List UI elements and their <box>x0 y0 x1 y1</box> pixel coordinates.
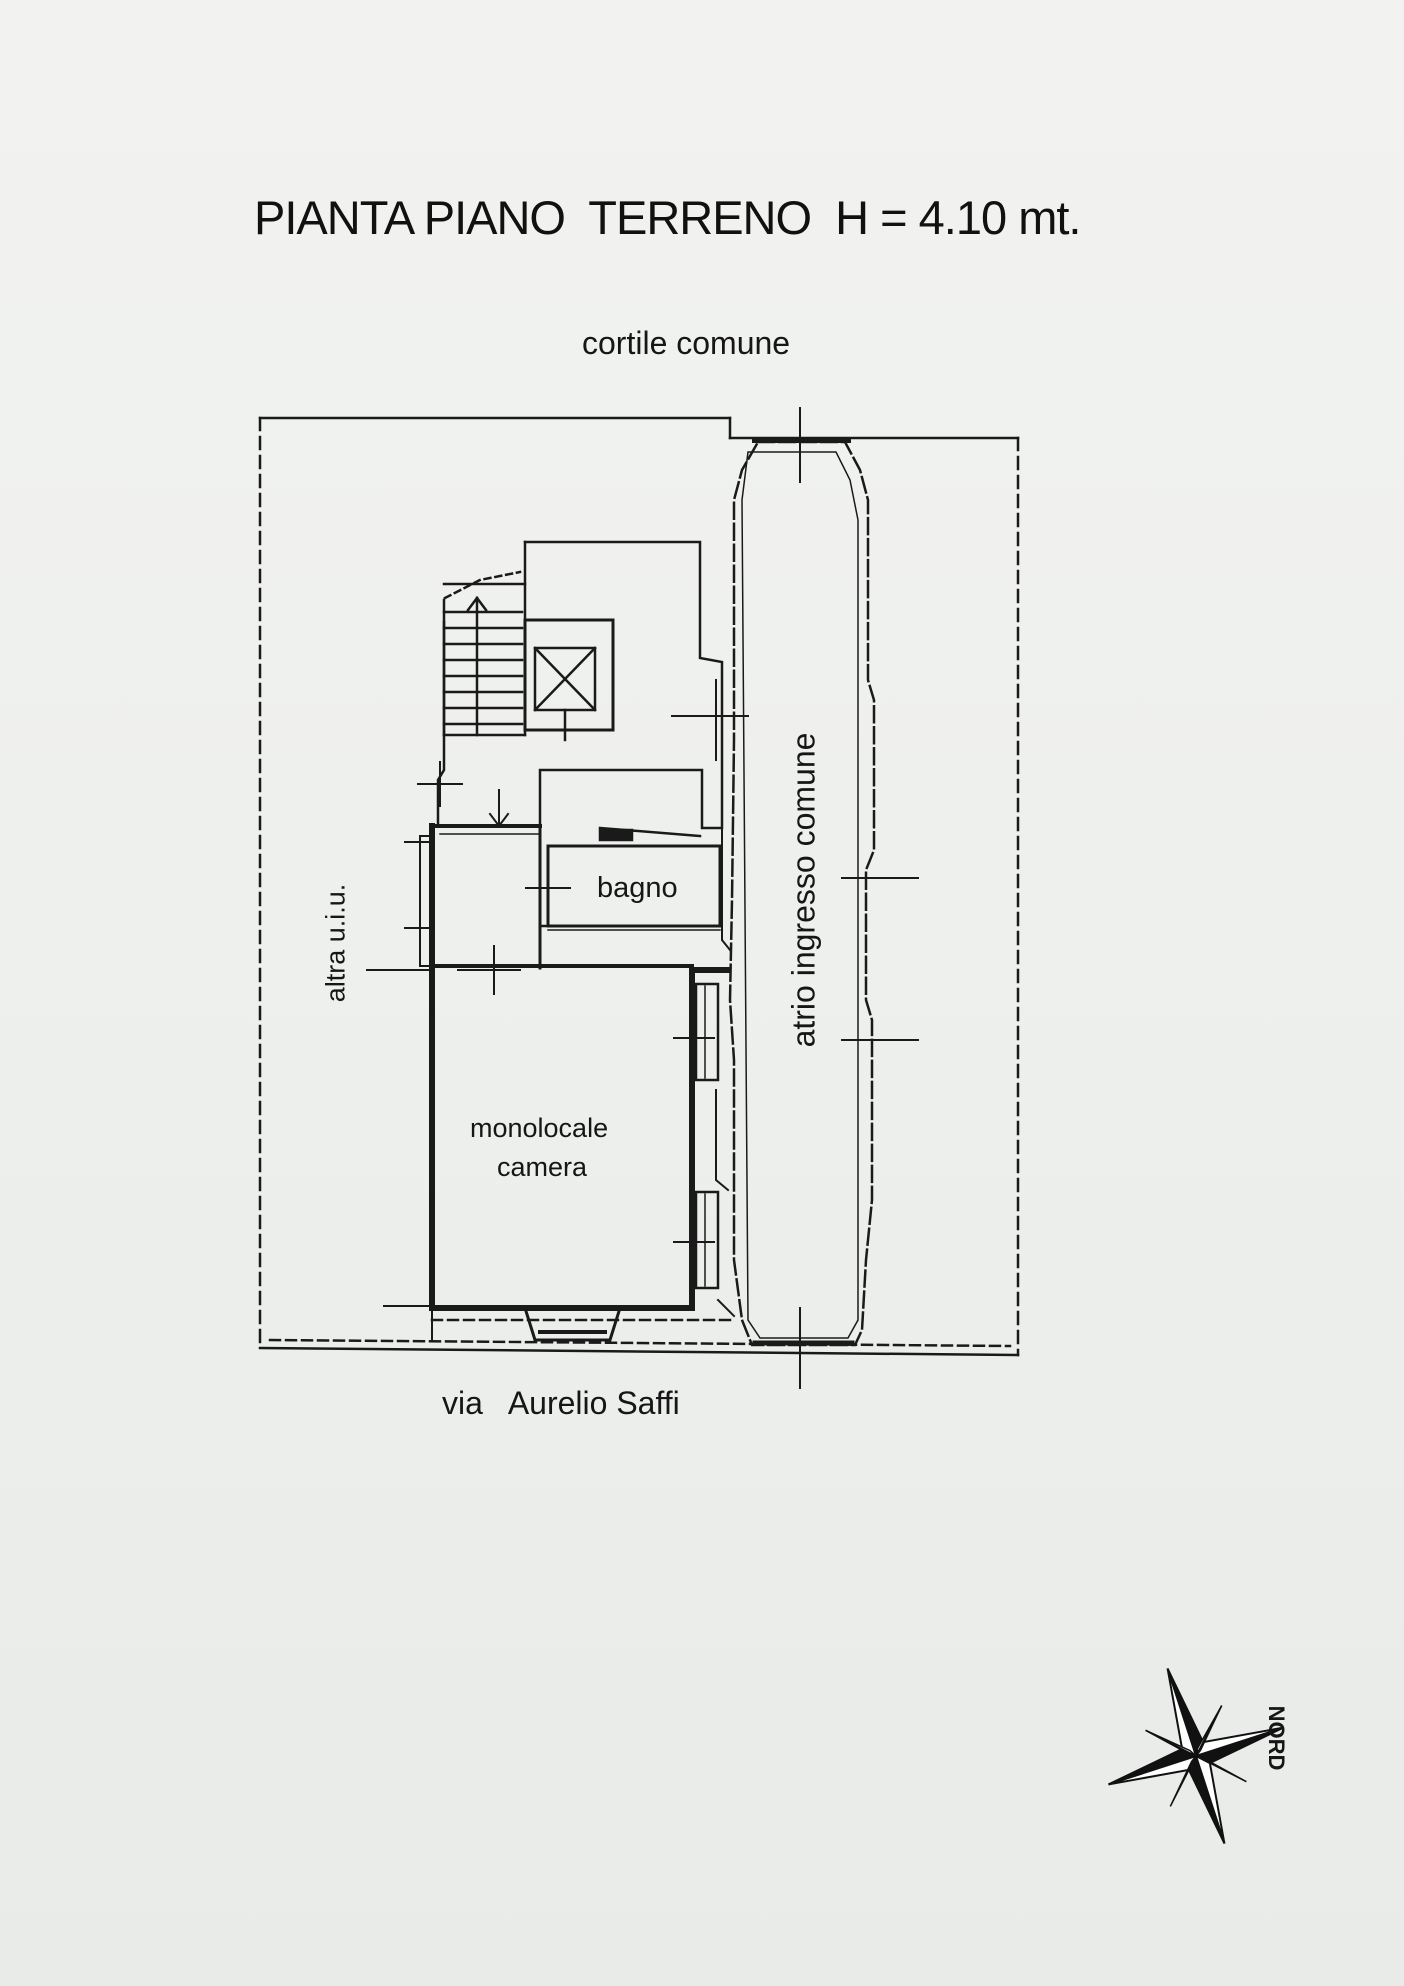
property-boundary <box>258 416 1020 1357</box>
unit-walls <box>419 823 736 1342</box>
room-label-line2: camera <box>497 1152 588 1182</box>
entrance-hall-label: atrio ingresso comune <box>785 732 822 1048</box>
street-label: via Aurelio Saffi <box>442 1385 680 1421</box>
courtyard-label: cortile comune <box>582 325 791 361</box>
stair-lift-block <box>436 540 724 830</box>
entrance-hall-outline <box>728 437 876 1347</box>
bathroom-label: bagno <box>597 872 678 904</box>
plan-title: PIANTA PIANO TERRENO H = 4.10 mt. <box>254 191 1081 244</box>
compass-rose-icon <box>1108 1668 1284 1844</box>
north-label: NORD <box>1264 1705 1289 1771</box>
dimension-marks <box>366 407 919 1389</box>
other-unit-label: altra u.i.u. <box>320 883 351 1003</box>
room-label-line1: monolocale <box>470 1113 609 1143</box>
